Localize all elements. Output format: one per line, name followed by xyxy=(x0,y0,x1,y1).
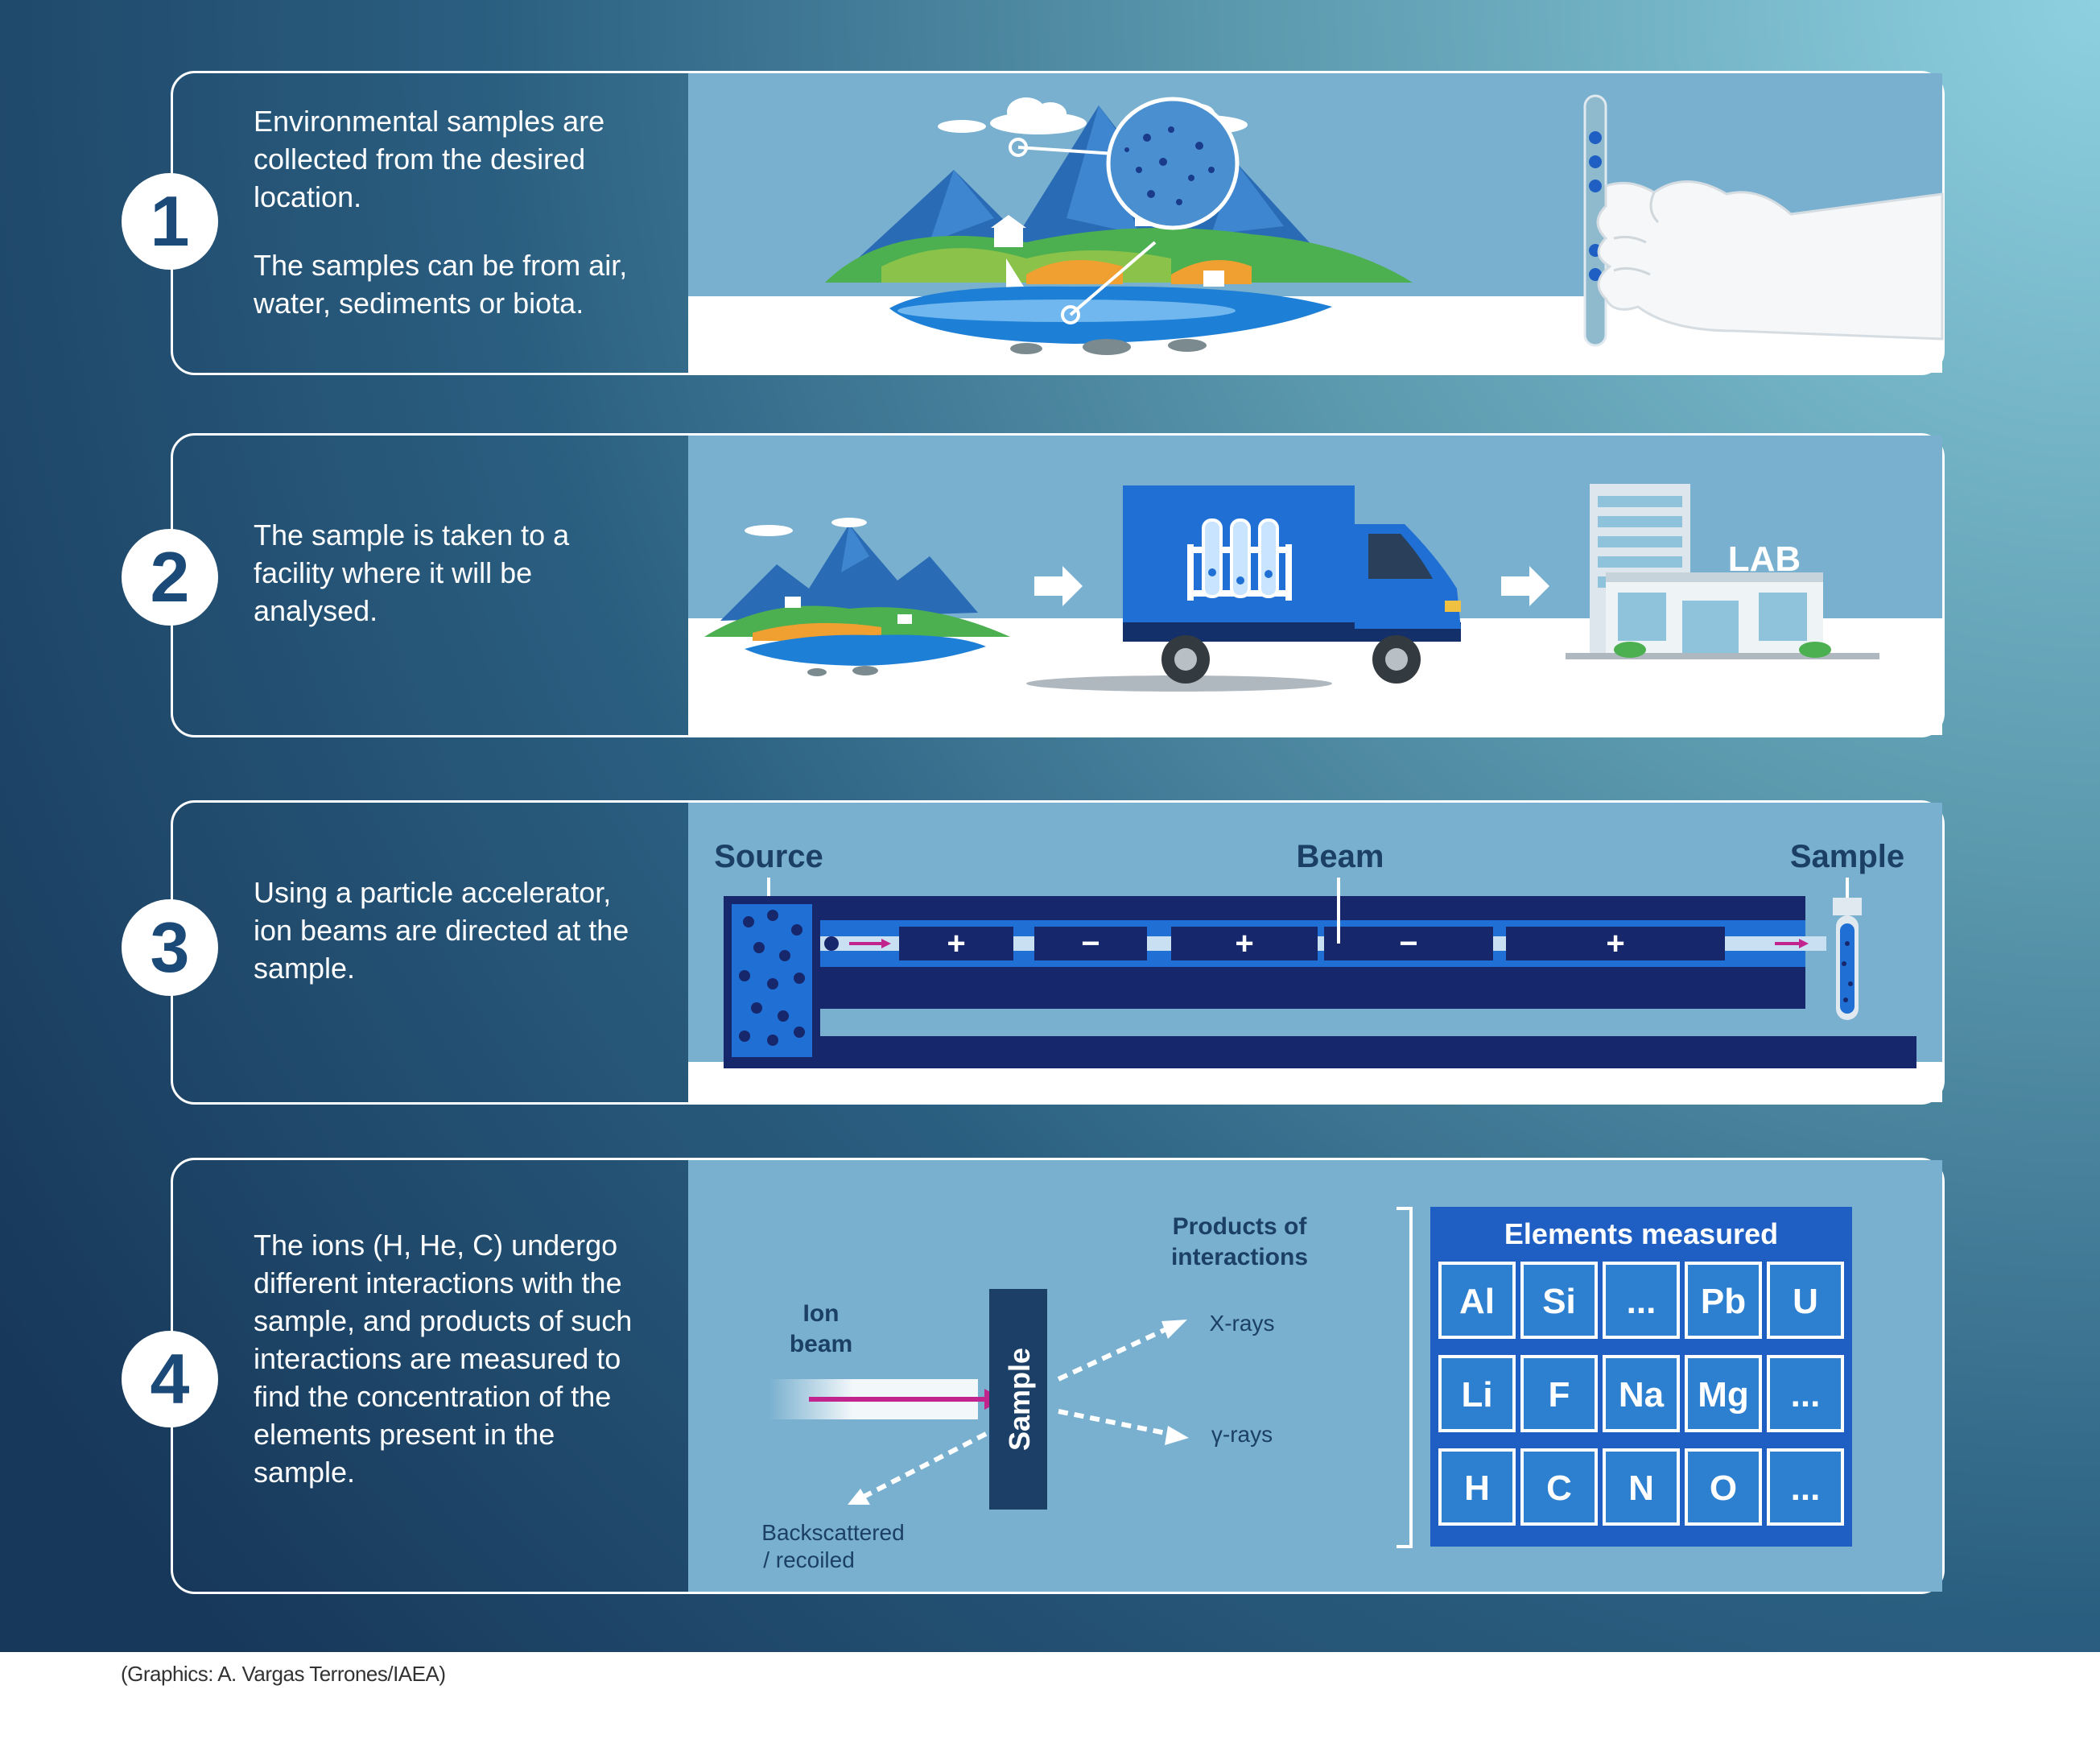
element-symbol: C xyxy=(1546,1468,1572,1508)
ion-beam-label-2: beam xyxy=(790,1331,852,1357)
element-tile xyxy=(1520,1355,1598,1432)
products-label-2: interactions xyxy=(1171,1244,1308,1270)
element-tile xyxy=(1685,1355,1762,1432)
backscattered-label-2: / recoiled xyxy=(763,1547,855,1572)
electrode-5 xyxy=(1506,927,1725,960)
element-symbol: Al xyxy=(1459,1282,1495,1321)
transport-illustration: LAB xyxy=(704,484,1879,692)
beam-label: Beam xyxy=(1297,839,1384,874)
step-number-1: 1 xyxy=(122,173,218,270)
magnifier-icon xyxy=(1009,97,1240,324)
element-tile xyxy=(1438,1262,1516,1339)
step-3-illustration: Source Beam Sample + − + − + xyxy=(688,803,1942,1102)
sample-tube-icon xyxy=(1833,898,1862,1020)
element-symbol: ... xyxy=(1791,1375,1821,1415)
truck-icon xyxy=(1026,485,1461,692)
lab-building-icon: LAB xyxy=(1566,484,1879,659)
sample-label: Sample xyxy=(1790,839,1904,874)
element-tile xyxy=(1603,1448,1680,1526)
element-tile xyxy=(1438,1448,1516,1526)
element-symbol: U xyxy=(1793,1282,1818,1321)
step-4-text-area: The ions (H, He, C) undergo different in… xyxy=(173,1160,688,1592)
element-tile xyxy=(1767,1448,1844,1526)
electrode-4 xyxy=(1324,927,1493,960)
step-1-text: Environmental samples are collected from… xyxy=(254,105,605,213)
element-symbol: Na xyxy=(1619,1375,1665,1415)
element-symbol: ... xyxy=(1791,1468,1821,1508)
step-3-text-area: Using a particle accelerator, ion beams … xyxy=(173,803,688,1102)
landscape-small-icon xyxy=(704,518,1010,676)
electrode-3 xyxy=(1171,927,1318,960)
interactions-diagram: Ion beam Sample Products of interactions… xyxy=(761,1207,1852,1572)
charge-label-1: + xyxy=(947,926,965,961)
step-2-text: The sample is taken to a facility where … xyxy=(254,518,570,627)
ion-beam-label-1: Ion xyxy=(803,1300,840,1327)
landscape-illustration xyxy=(825,94,1944,355)
sample-block-label: Sample xyxy=(1003,1348,1036,1451)
step-2-text-area: The sample is taken to a facility where … xyxy=(173,436,688,735)
elements-title: Elements measured xyxy=(1504,1217,1778,1250)
step-3-text: Using a particle accelerator, ion beams … xyxy=(254,876,629,985)
bracket xyxy=(1397,1207,1413,1548)
element-tile xyxy=(1603,1262,1680,1339)
step-number-4: 4 xyxy=(122,1331,218,1427)
step-4-text: The ions (H, He, C) undergo different in… xyxy=(254,1229,633,1489)
step-number-2: 2 xyxy=(122,529,218,626)
step-2-description: The sample is taken to a facility where … xyxy=(254,516,656,630)
electrode-2 xyxy=(1034,927,1147,960)
accelerator-base xyxy=(724,1036,1916,1068)
xrays-label: X-rays xyxy=(1210,1311,1275,1336)
element-symbol: Si xyxy=(1542,1282,1576,1321)
accelerator-diagram: Source Beam Sample + − + − + xyxy=(714,839,1916,1068)
element-tile xyxy=(1767,1355,1844,1432)
ground xyxy=(688,1062,1942,1102)
step-2-panel: The sample is taken to a facility where … xyxy=(122,433,1945,737)
credit-line: (Graphics: A. Vargas Terrones/IAEA) xyxy=(121,1662,446,1686)
lab-sign: LAB xyxy=(1728,539,1801,579)
charge-label-5: + xyxy=(1606,926,1624,961)
step-1-text-2: The samples can be from air, water, sedi… xyxy=(254,249,628,320)
sample-block xyxy=(989,1289,1047,1510)
electrodes: + − + − + xyxy=(899,926,1725,961)
element-tile xyxy=(1685,1262,1762,1339)
element-tile xyxy=(1520,1448,1598,1526)
element-symbol: O xyxy=(1710,1468,1737,1508)
step-4-panel: The ions (H, He, C) undergo different in… xyxy=(122,1158,1945,1594)
arrow-right-icon xyxy=(1034,566,1083,606)
element-symbol: ... xyxy=(1627,1282,1656,1321)
step-2-illustration: LAB xyxy=(688,436,1942,735)
step-1-illustration xyxy=(688,73,1944,373)
element-symbol: Pb xyxy=(1701,1282,1746,1321)
element-tile xyxy=(1603,1355,1680,1432)
element-symbol: H xyxy=(1464,1468,1490,1508)
charge-label-3: + xyxy=(1235,926,1253,961)
step-1-text-area: Environmental samples are collected from… xyxy=(173,73,688,373)
source-label: Source xyxy=(714,839,823,874)
arrow-right-icon xyxy=(1501,566,1549,606)
element-tile xyxy=(1520,1262,1598,1339)
backscattered-label-1: Backscattered xyxy=(761,1520,904,1545)
element-symbol: Li xyxy=(1461,1375,1492,1415)
products-label-1: Products of xyxy=(1173,1213,1308,1240)
step-4-illustration: Ion beam Sample Products of interactions… xyxy=(688,1160,1942,1592)
element-symbol: Mg xyxy=(1698,1375,1749,1415)
step-3-description: Using a particle accelerator, ion beams … xyxy=(254,874,656,987)
element-tile xyxy=(1767,1262,1844,1339)
gammarays-label: γ-rays xyxy=(1211,1422,1273,1447)
charge-label-4: − xyxy=(1399,926,1417,961)
step-number-3: 3 xyxy=(122,899,218,996)
glove-icon xyxy=(1596,180,1944,341)
element-symbol: N xyxy=(1628,1468,1654,1508)
element-tile xyxy=(1685,1448,1762,1526)
element-symbol: F xyxy=(1549,1375,1570,1415)
step-1-panel: Environmental samples are collected from… xyxy=(122,71,1945,375)
step-3-panel: Using a particle accelerator, ion beams … xyxy=(122,800,1945,1105)
element-grid: Al Si... Pb U Li F Na Mg... H C N O... xyxy=(1438,1262,1844,1526)
electrode-1 xyxy=(899,927,1013,960)
step-4-description: The ions (H, He, C) undergo different in… xyxy=(254,1226,656,1491)
step-1-description: Environmental samples are collected from… xyxy=(254,102,656,322)
charge-label-2: − xyxy=(1081,926,1100,961)
element-tile xyxy=(1438,1355,1516,1432)
